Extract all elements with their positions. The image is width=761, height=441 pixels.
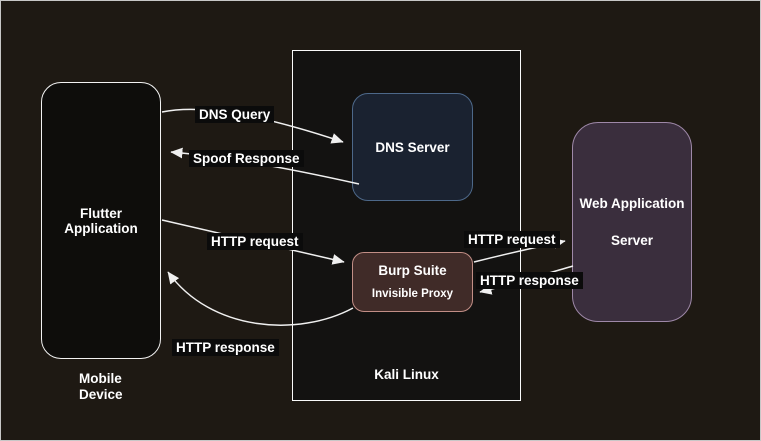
flutter-application-label-line1: Flutter (80, 205, 122, 221)
dns-server-label: DNS Server (375, 139, 450, 155)
http-request-left-label: HTTP request (207, 233, 303, 250)
burp-suite-title: Burp Suite (378, 262, 447, 278)
web-application-server-box: Web Application Server (572, 122, 692, 322)
mobile-device-box: Flutter Application (41, 82, 161, 359)
dns-query-label: DNS Query (195, 106, 275, 123)
mobile-caption-line2: Device (79, 386, 123, 402)
http-request-right-label: HTTP request (464, 231, 560, 248)
http-response-right-label: HTTP response (476, 272, 583, 289)
spoof-response-label: Spoof Response (189, 150, 304, 167)
burp-suite-subtitle: Invisible Proxy (371, 287, 454, 300)
http-response-bottom-label: HTTP response (172, 339, 279, 356)
mobile-device-caption: Mobile Device (79, 371, 123, 402)
web-server-label-line2: Server (610, 233, 654, 248)
mobile-caption-line1: Mobile (79, 371, 122, 386)
burp-suite-box: Burp Suite Invisible Proxy (352, 252, 473, 312)
flutter-application-label-line2: Application (64, 220, 138, 236)
dns-server-box: DNS Server (352, 93, 473, 201)
web-server-label-line1: Web Application (579, 196, 685, 211)
kali-linux-caption: Kali Linux (374, 367, 439, 382)
